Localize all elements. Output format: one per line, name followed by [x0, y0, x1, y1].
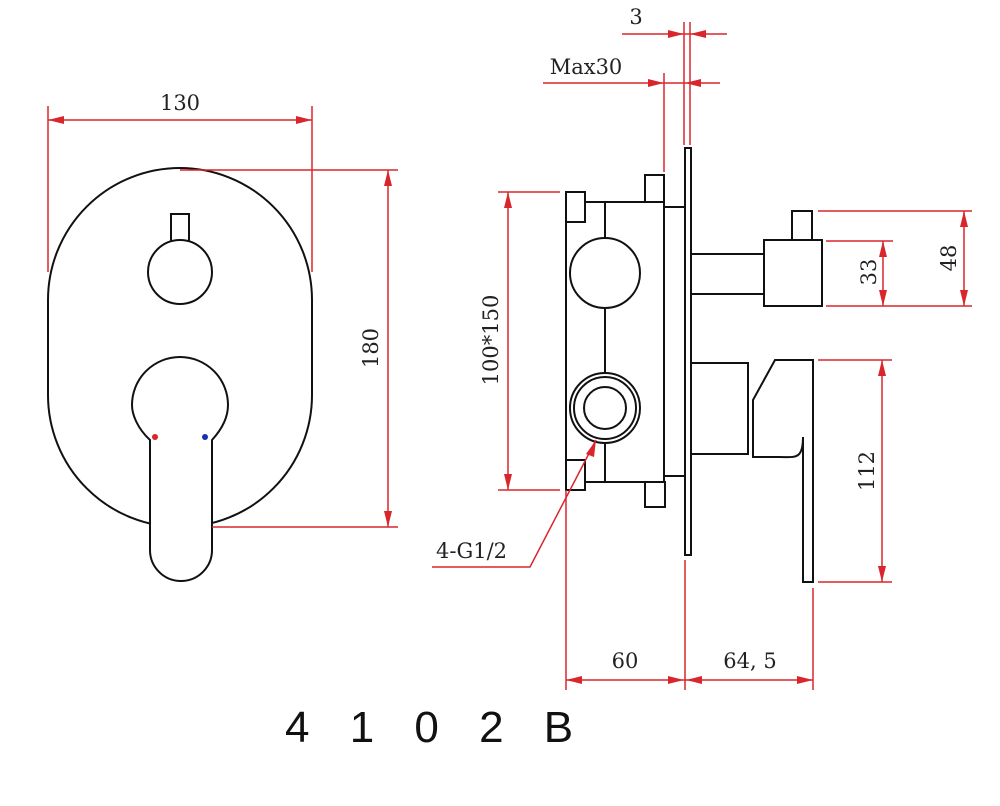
diverter-knob-side — [791, 210, 813, 241]
box-tab-top-right — [644, 174, 665, 203]
lever-base — [690, 362, 749, 455]
width-dim-label: 130 — [160, 91, 200, 115]
hot-indicator-dot — [152, 434, 158, 440]
projection-label: 64, 5 — [723, 649, 776, 673]
front-view: 130 180 — [47, 91, 398, 582]
diverter-outer-label: 48 — [937, 245, 961, 272]
box-size-label: 100*150 — [479, 295, 503, 386]
cold-indicator-dot — [202, 434, 208, 440]
valve-box — [565, 201, 665, 483]
plate-thickness-label: 3 — [629, 5, 642, 29]
height-dim-label: 180 — [359, 328, 383, 368]
dimension-height: 180 — [180, 169, 398, 528]
lever-side — [752, 359, 814, 583]
dimension-box-size: 100*150 — [479, 191, 560, 491]
diverter-inner-label: 33 — [857, 259, 881, 286]
dimension-lever-height: 112 — [818, 359, 892, 583]
dimension-diverter-inner: 33 — [826, 240, 893, 306]
connection-leader: 4-G1/2 — [432, 439, 597, 568]
dimension-wall-depth: Max30 — [543, 55, 720, 172]
diverter-knob — [147, 239, 213, 305]
cover-plate-outline — [47, 167, 313, 528]
mixer-lever — [130, 356, 230, 582]
wall-depth-label: Max30 — [550, 55, 623, 79]
side-view: 3 Max30 100*150 4-G1/2 — [432, 5, 972, 690]
box-depth-label: 60 — [612, 649, 639, 673]
box-tab-top-left — [565, 191, 586, 223]
diverter-body — [763, 239, 823, 307]
model-number: 4 1 0 2 B — [285, 703, 587, 752]
wall-plate — [684, 147, 692, 556]
box-tab-bottom-right — [644, 481, 666, 508]
connection-label: 4-G1/2 — [436, 539, 507, 563]
upper-port — [569, 237, 641, 309]
dimension-diverter-outer: 48 — [818, 210, 972, 307]
dimension-width: 130 — [47, 91, 313, 272]
box-tab-bottom-left — [565, 459, 586, 491]
lever-height-label: 112 — [855, 451, 879, 491]
dimension-plate-thickness: 3 — [622, 5, 727, 145]
dimension-depths: 60 64, 5 — [565, 490, 814, 690]
lower-port-inner — [583, 386, 627, 430]
